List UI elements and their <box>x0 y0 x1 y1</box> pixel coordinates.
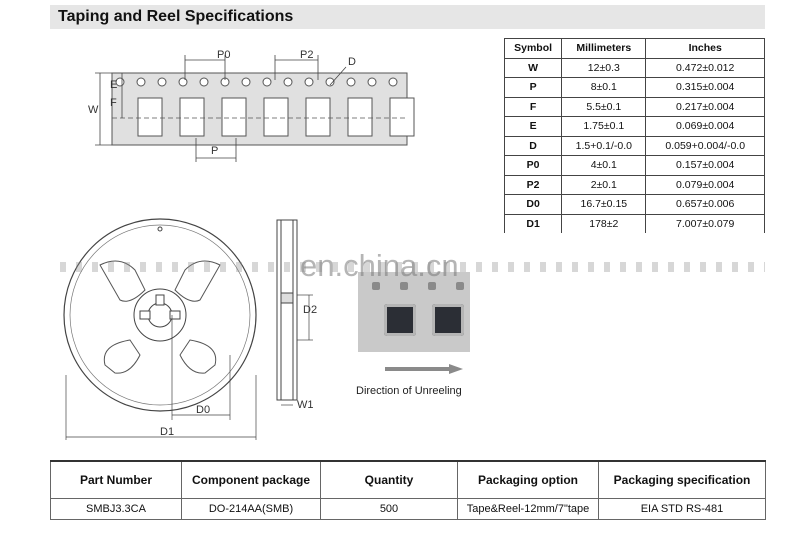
spec-col-inches: Inches <box>645 38 765 59</box>
symbol-cell: W <box>503 57 563 78</box>
unreel-caption: Direction of Unreeling <box>356 385 462 397</box>
sprocket-hole <box>346 77 356 87</box>
label-w: W <box>88 104 99 116</box>
label-d0: D0 <box>196 404 210 416</box>
in-cell: 0.472±0.012 <box>645 57 765 78</box>
tape-pocket <box>179 97 205 137</box>
label-w1: W1 <box>297 399 314 411</box>
pack-col-part: Part Number <box>50 460 182 499</box>
label-d: D <box>348 56 356 68</box>
mm-cell: 12±0.3 <box>561 57 647 78</box>
tape-pockets <box>137 97 415 137</box>
tape-pocket <box>347 97 373 137</box>
sprocket-hole <box>388 77 398 87</box>
tape-pocket <box>305 97 331 137</box>
mm-cell: 8±0.1 <box>561 77 647 98</box>
reel-side-diagram: D2 W1 <box>276 219 317 411</box>
sprocket-hole <box>367 77 377 87</box>
mm-cell: 1.5+0.1/-0.0 <box>561 135 647 156</box>
sprocket-hole <box>325 77 335 87</box>
symbol-cell: D0 <box>503 194 563 215</box>
sprocket-hole <box>199 77 209 87</box>
sprocket-hole <box>456 282 464 290</box>
mm-cell: 5.5±0.1 <box>561 96 647 117</box>
mm-cell: 2±0.1 <box>561 174 647 195</box>
section-title: Taping and Reel Specifications <box>58 8 294 25</box>
label-p0: P0 <box>217 49 230 61</box>
symbol-cell: P2 <box>503 174 563 195</box>
label-p2: P2 <box>300 49 313 61</box>
in-cell: 0.217±0.004 <box>645 96 765 117</box>
unreel-arrow-icon <box>385 364 463 374</box>
sprocket-hole <box>304 77 314 87</box>
spec-col-symbol: Symbol <box>503 38 563 59</box>
pack-col-quantity: Quantity <box>320 460 458 499</box>
label-p: P <box>211 145 218 157</box>
package-cell: DO-214AA(SMB) <box>181 498 321 520</box>
label-d2: D2 <box>303 304 317 316</box>
in-cell: 7.007±0.079 <box>645 213 765 233</box>
in-cell: 0.079±0.004 <box>645 174 765 195</box>
sprocket-hole <box>157 77 167 87</box>
packaging-table: Part Number Component package Quantity P… <box>50 460 766 520</box>
in-cell: 0.315±0.004 <box>645 77 765 98</box>
tape-pocket <box>389 97 415 137</box>
in-cell: 0.657±0.006 <box>645 194 765 215</box>
symbol-cell: F <box>503 96 563 117</box>
symbol-cell: P0 <box>503 155 563 176</box>
sprocket-hole <box>136 77 146 87</box>
spec-cell: EIA STD RS-481 <box>598 498 766 520</box>
in-cell: 0.059+0.004/-0.0 <box>645 135 765 156</box>
mm-cell: 1.75±0.1 <box>561 116 647 137</box>
component-pocket <box>384 304 416 336</box>
sprocket-hole <box>178 77 188 87</box>
label-f: F <box>110 97 117 109</box>
component-pocket <box>432 304 464 336</box>
tape-diagram: W E F P0 P2 D P <box>88 49 415 162</box>
label-d1: D1 <box>160 426 174 438</box>
symbol-cell: D <box>503 135 563 156</box>
sprocket-hole <box>283 77 293 87</box>
sprocket-hole <box>372 282 380 290</box>
tape-pocket <box>137 97 163 137</box>
quantity-cell: 500 <box>320 498 458 520</box>
symbol-cell: P <box>503 77 563 98</box>
part-number-cell: SMBJ3.3CA <box>50 498 182 520</box>
label-e: E <box>110 79 117 91</box>
reel-front-diagram: D0 D1 <box>63 218 257 440</box>
symbol-cell: E <box>503 116 563 137</box>
pack-col-option: Packaging option <box>457 460 599 499</box>
mm-cell: 16.7±0.15 <box>561 194 647 215</box>
watermark: en.china.cn <box>300 248 459 283</box>
mm-cell: 178±2 <box>561 213 647 233</box>
sprocket-hole <box>241 77 251 87</box>
pack-col-spec: Packaging specification <box>598 460 766 499</box>
mm-cell: 4±0.1 <box>561 155 647 176</box>
spec-col-mm: Millimeters <box>561 38 647 59</box>
watermark-band <box>60 262 765 272</box>
tape-photo <box>358 272 470 352</box>
table-row: SMBJ3.3CA DO-214AA(SMB) 500 Tape&Reel-12… <box>50 498 766 520</box>
sprocket-hole <box>428 282 436 290</box>
section-title-bar: Taping and Reel Specifications <box>50 5 765 29</box>
sprocket-hole <box>400 282 408 290</box>
tape-pocket <box>263 97 289 137</box>
sprocket-hole <box>262 77 272 87</box>
pack-col-package: Component package <box>181 460 321 499</box>
in-cell: 0.069±0.004 <box>645 116 765 137</box>
option-cell: Tape&Reel-12mm/7"tape <box>457 498 599 520</box>
tape-pocket <box>221 97 247 137</box>
symbol-cell: D1 <box>503 213 563 233</box>
in-cell: 0.157±0.004 <box>645 155 765 176</box>
